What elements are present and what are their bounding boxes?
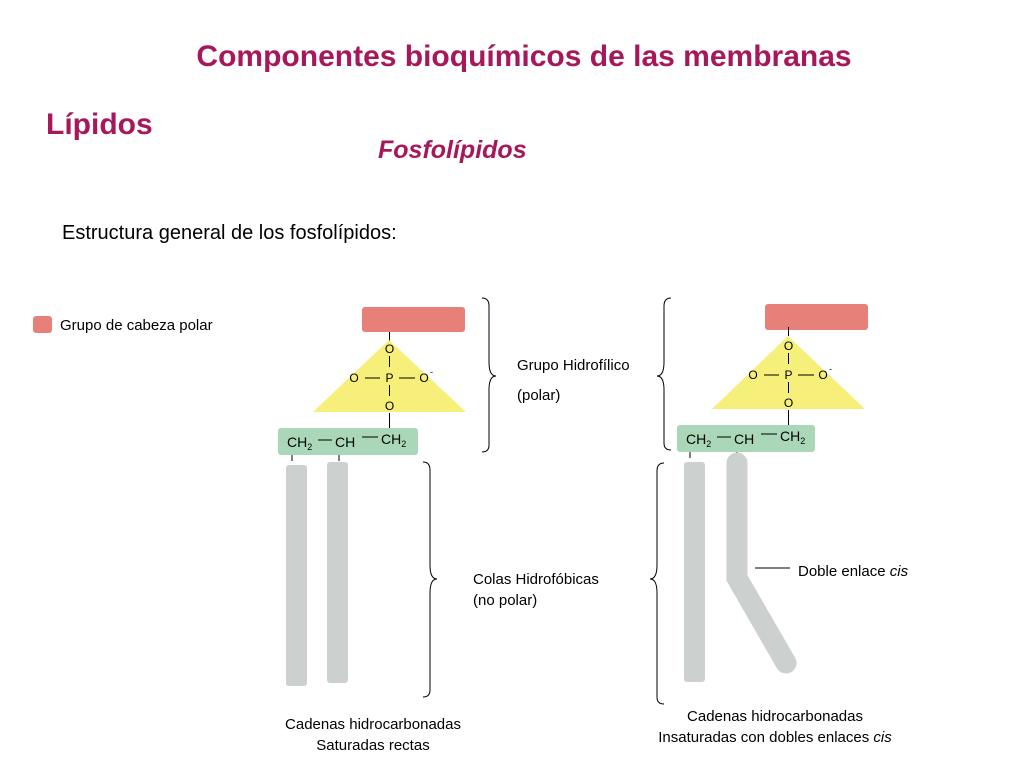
- brace-hydrophobic-right: [649, 462, 665, 705]
- fatty-acid-tail-saturated: [684, 462, 705, 682]
- caption-line: Cadenas hidrocarbonadas: [285, 716, 461, 733]
- hydrophilic-label: Grupo Hidrofílico: [517, 357, 630, 374]
- ch2-right: CH2: [381, 431, 406, 449]
- ch2-left: CH2: [287, 434, 312, 452]
- fatty-acid-tail-2: [327, 462, 348, 683]
- legend-swatch-polar-head: [33, 316, 52, 333]
- charge-minus: -: [430, 367, 433, 377]
- glycerol-backbone: [677, 425, 815, 452]
- subsection-heading: Fosfolípidos: [378, 136, 527, 164]
- caption-line: Saturadas rectas: [316, 737, 430, 754]
- atom-o-left: O: [748, 368, 757, 382]
- atom-o-top: O: [385, 342, 394, 356]
- polar-head-group: [362, 307, 465, 332]
- phosphate-triangle: [313, 340, 466, 412]
- brace-hydrophilic: [481, 297, 497, 453]
- ch-center: CH: [335, 434, 355, 450]
- polar-head-group: [765, 304, 868, 330]
- atom-o-right: O: [818, 368, 827, 382]
- fatty-acid-tail-1: [286, 465, 307, 686]
- caption-line: Insaturadas con dobles enlaces cis: [658, 729, 892, 746]
- unsaturated-caption: Cadenas hidrocarbonadas Insaturadas con …: [620, 706, 930, 748]
- saturated-phospholipid: O O P O - O CH2 CH CH2: [278, 307, 466, 686]
- atom-o-top: O: [784, 339, 793, 353]
- glycerol-backbone: [278, 428, 418, 455]
- fatty-acid-tail-kinked: [726, 452, 797, 674]
- phosphate-triangle: [712, 336, 865, 409]
- caption-line: Cadenas hidrocarbonadas: [687, 708, 863, 725]
- brace-hydrophilic-right: [656, 297, 672, 451]
- intro-text: Estructura general de los fosfolípidos:: [62, 222, 397, 244]
- hydrophobic-sublabel: (no polar): [473, 592, 538, 609]
- ch2-right: CH2: [780, 428, 805, 446]
- atom-p: P: [385, 371, 393, 385]
- page-title: Componentes bioquímicos de las membranas: [196, 40, 852, 73]
- hydrophilic-sublabel: (polar): [517, 387, 561, 404]
- brace-hydrophobic: [422, 461, 438, 698]
- legend-label: Grupo de cabeza polar: [60, 317, 213, 334]
- double-bond-label: Doble enlace cis: [798, 563, 909, 580]
- ch2-left: CH2: [686, 431, 711, 449]
- atom-p: P: [784, 368, 792, 382]
- section-heading: Lípidos: [46, 108, 153, 141]
- unsaturated-phospholipid: O O P O - O CH2 CH CH2: [677, 304, 868, 682]
- hydrophobic-label: Colas Hidrofóbicas: [473, 571, 599, 588]
- ch-center: CH: [734, 431, 754, 447]
- charge-minus: -: [829, 364, 832, 374]
- saturated-caption: Cadenas hidrocarbonadas Saturadas rectas: [248, 714, 498, 756]
- atom-o-bottom: O: [385, 399, 394, 413]
- atom-o-right: O: [419, 371, 428, 385]
- atom-o-left: O: [349, 371, 358, 385]
- atom-o-bottom: O: [784, 396, 793, 410]
